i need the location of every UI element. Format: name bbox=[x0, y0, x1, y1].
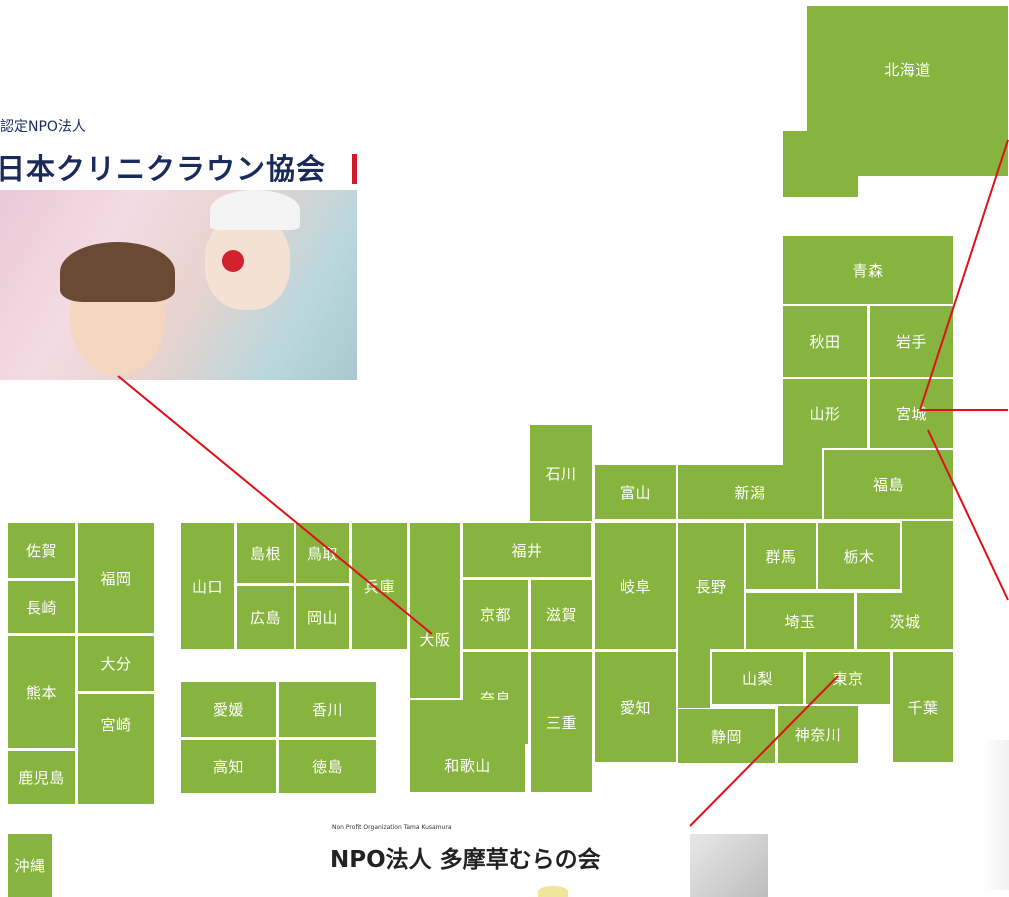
banner-tama-title: NPO法人 多摩草むらの会 bbox=[330, 847, 601, 873]
connector-line-osaka bbox=[117, 375, 433, 635]
pref-osaka-upper[interactable] bbox=[410, 523, 460, 583]
connector-line-tokyo bbox=[689, 675, 839, 827]
banner-clinic-clown[interactable]: 認定NPO法人 日本クリニクラウン協会 bbox=[0, 110, 357, 380]
right-edge-image bbox=[985, 740, 1009, 890]
photo-child-hair bbox=[60, 242, 175, 302]
pref-ibaraki-top[interactable] bbox=[902, 521, 953, 593]
banner-clinic-clown-subtitle: 認定NPO法人 bbox=[0, 119, 86, 135]
pref-fukuoka[interactable]: 福岡 bbox=[78, 523, 154, 633]
banner-tama-small: Non Profit Organization Tama Kusamura bbox=[332, 824, 452, 831]
pref-kyoto[interactable]: 京都 bbox=[463, 580, 528, 649]
pref-chiba[interactable]: 千葉 bbox=[893, 652, 953, 762]
banner-tama[interactable]: Non Profit Organization Tama Kusamura NP… bbox=[328, 820, 768, 897]
pref-miyagi[interactable]: 宮城 bbox=[870, 379, 953, 448]
pref-kagawa[interactable]: 香川 bbox=[279, 682, 376, 737]
banner-clinic-clown-title: 日本クリニクラウン協会 bbox=[0, 152, 327, 186]
pref-hokkaido-lower[interactable] bbox=[783, 131, 1008, 176]
connector-line-miyagi-down bbox=[927, 429, 1009, 601]
pref-gifu[interactable]: 岐阜 bbox=[595, 523, 676, 649]
banner-title-accent bbox=[352, 154, 357, 184]
connector-line-miyagi-up bbox=[919, 139, 1009, 411]
pref-hokkaido-tail[interactable] bbox=[783, 175, 858, 197]
photo-clown-face bbox=[205, 215, 290, 310]
pref-niigata-arm[interactable] bbox=[783, 440, 822, 470]
pref-kochi[interactable]: 高知 bbox=[181, 740, 276, 793]
banner-tama-photo bbox=[690, 834, 768, 897]
pref-nagano-lower[interactable] bbox=[678, 648, 710, 708]
photo-clown-hat bbox=[210, 190, 300, 230]
banner-tama-leaf bbox=[538, 886, 568, 897]
banner-clinic-clown-photo bbox=[0, 190, 357, 380]
photo-clown-nose bbox=[222, 250, 244, 272]
